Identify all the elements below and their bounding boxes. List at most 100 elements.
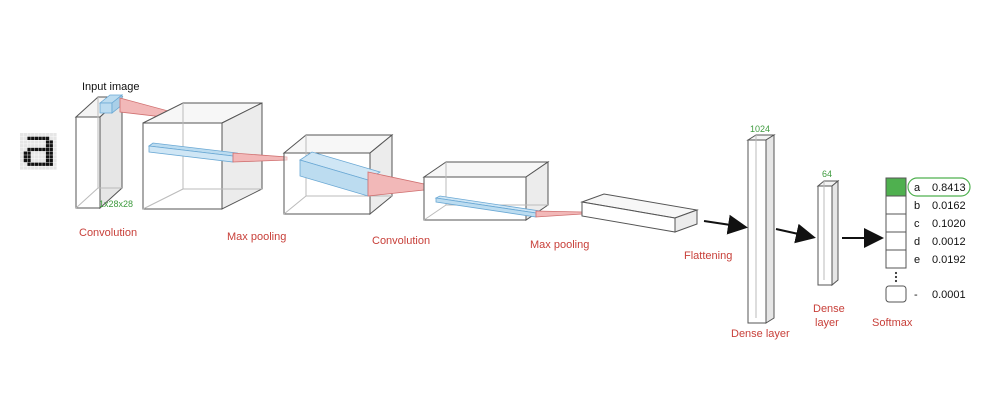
- input-pixel: [31, 151, 35, 155]
- dense2-label-line2: layer: [815, 317, 839, 329]
- softmax-cell-d: [885, 231, 907, 251]
- input-pixel: [49, 144, 53, 148]
- input-pixel: [38, 133, 42, 137]
- softmax-cell-a: [885, 177, 907, 197]
- input-pixel: [45, 162, 50, 166]
- input-pixel: [27, 166, 31, 170]
- conv2-label: Convolution: [372, 235, 430, 247]
- input-pixel: [27, 155, 31, 159]
- input-pixel: [27, 140, 31, 144]
- input-pixel: [27, 158, 31, 163]
- input-pixel: [20, 166, 24, 170]
- softmax-letter-c: c: [914, 218, 920, 230]
- input-image-glyph: [20, 133, 57, 170]
- softmax-column: [885, 177, 971, 303]
- input-pixel: [20, 158, 24, 163]
- input-pixel: [53, 151, 57, 155]
- dense2-volume: [816, 179, 840, 287]
- softmax-label: Softmax: [872, 317, 913, 329]
- input-pixel: [45, 158, 50, 163]
- input-pixel: [42, 136, 46, 140]
- input-pixel: [31, 155, 35, 159]
- softmax-value-e: 0.0192: [932, 254, 966, 266]
- input-pixel: [34, 155, 39, 159]
- conv1-label: Convolution: [79, 227, 137, 239]
- input-pixel: [53, 133, 57, 137]
- input-pixel: [31, 136, 35, 140]
- softmax-letter-e: e: [914, 254, 920, 266]
- input-pixel: [45, 166, 50, 170]
- input-pixel: [53, 136, 57, 140]
- arrow-to-dense2: [775, 223, 816, 244]
- input-pixel: [38, 140, 42, 144]
- input-pixel: [53, 155, 57, 159]
- ellipsis-dot: [894, 271, 898, 275]
- input-pixel: [27, 147, 31, 152]
- input-pixel: [45, 147, 50, 152]
- input-pixel: [45, 133, 50, 137]
- input-pixel: [27, 151, 31, 155]
- input-pixel: [31, 140, 35, 144]
- softmax-cell-b: [885, 195, 907, 215]
- pool2-label: Max pooling: [530, 239, 589, 251]
- flatten-label: Flattening: [684, 250, 732, 262]
- input-pixel: [31, 147, 35, 152]
- dense2-dims-label: 64: [822, 169, 832, 179]
- pool2-projection: [535, 210, 583, 218]
- input-pixel: [49, 162, 53, 166]
- input-pixel: [45, 140, 50, 144]
- input-pixel: [34, 162, 39, 166]
- input-pixel: [31, 144, 35, 148]
- input-pixel: [27, 162, 31, 166]
- input-pixel: [42, 162, 46, 166]
- input-pixel: [23, 140, 27, 144]
- dense1-label: Dense layer: [731, 328, 790, 340]
- highlight-pill: [907, 177, 971, 197]
- input-dims-label: 1x28x28: [99, 199, 133, 209]
- dense1-dims-label: 1024: [750, 124, 770, 134]
- softmax-letter-a: a: [914, 182, 921, 194]
- input-pixel: [31, 133, 35, 137]
- input-pixel: [42, 158, 46, 163]
- softmax-value-b: 0.0162: [932, 200, 966, 212]
- input-pixel: [49, 155, 53, 159]
- input-pixel: [45, 136, 50, 140]
- input-pixel: [38, 144, 42, 148]
- input-pixel: [42, 133, 46, 137]
- input-pixel: [42, 166, 46, 170]
- input-pixel: [38, 155, 42, 159]
- input-pixel: [49, 133, 53, 137]
- softmax-cell-c: [885, 213, 907, 233]
- input-pixel: [45, 144, 50, 148]
- softmax-value-d: 0.0012: [932, 236, 966, 248]
- input-pixel: [38, 158, 42, 163]
- input-pixel: [53, 162, 57, 166]
- dense2-label-line1: Dense: [813, 303, 845, 315]
- input-pixel: [42, 155, 46, 159]
- input-pixel: [49, 151, 53, 155]
- ellipsis-dot: [894, 279, 898, 283]
- softmax-cell-last: [885, 285, 907, 303]
- input-pixel: [34, 151, 39, 155]
- input-pixel: [20, 133, 24, 137]
- input-pixel: [27, 133, 31, 137]
- input-pixel: [45, 151, 50, 155]
- input-pixel: [38, 147, 42, 152]
- input-pixel: [49, 147, 53, 152]
- input-image-label: Input image: [82, 81, 139, 93]
- input-pixel: [27, 144, 31, 148]
- input-pixel: [42, 144, 46, 148]
- input-pixel: [53, 166, 57, 170]
- input-pixel: [49, 166, 53, 170]
- softmax-value-a: 0.8413: [932, 182, 966, 194]
- softmax-cell-e: [885, 249, 907, 269]
- input-pixel: [49, 136, 53, 140]
- input-pixel: [38, 166, 42, 170]
- input-pixel: [27, 136, 31, 140]
- input-pixel: [23, 144, 27, 148]
- pool1-label: Max pooling: [227, 231, 286, 243]
- input-pixel: [42, 140, 46, 144]
- softmax-letter-d: d: [914, 236, 920, 248]
